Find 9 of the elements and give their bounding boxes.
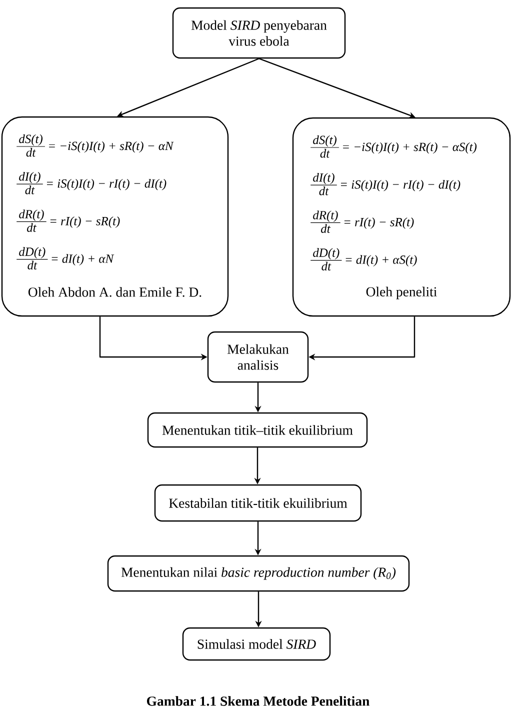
process-box: Kestabilan titik-titik ekuilibrium xyxy=(154,484,362,522)
author-note: Oleh Abdon A. dan Emile F. D. xyxy=(28,287,202,297)
process-box: Menentukan nilai basic reproduction number (R$_{0}$) xyxy=(107,555,410,592)
figure-caption: Gambar 1.1 Skema Metode Penelitian xyxy=(146,696,370,706)
process-box: Melakukan analisis xyxy=(207,331,309,383)
process-box: Menentukan titik–titik ekuilibrium xyxy=(147,412,368,448)
author-note: Oleh peneliti xyxy=(366,286,437,300)
process-box: Simulasi model SIRD xyxy=(182,627,331,661)
model-box: Model SIRD penyebaran virus ebola xyxy=(172,7,346,59)
